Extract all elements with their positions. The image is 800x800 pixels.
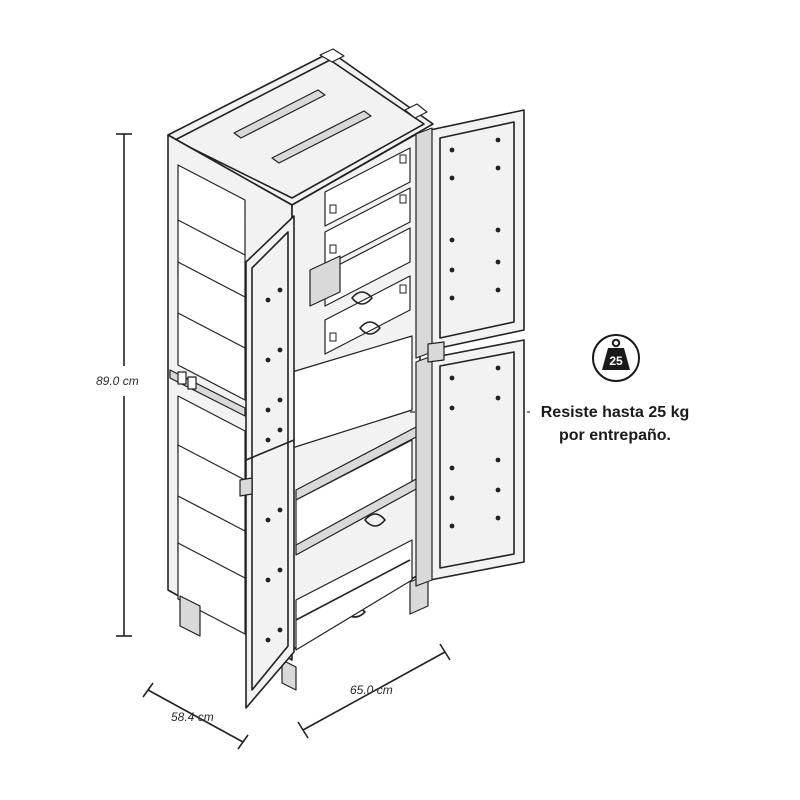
top-handle-slot — [271, 110, 372, 164]
depth-dimension-line — [142, 682, 249, 750]
height-dimension-line — [116, 133, 132, 637]
side-panel-grid — [177, 164, 246, 635]
depth-dimension-label: 58.4 cm — [171, 710, 214, 724]
cabinet-foot — [179, 595, 201, 637]
shelf-bracket — [309, 255, 341, 307]
weight-badge-value: 25 — [609, 354, 623, 368]
interior-organizers — [324, 147, 411, 355]
load-capacity-line1: Resiste hasta 25 kg — [540, 404, 690, 421]
door-holes — [449, 137, 501, 301]
door-holes — [265, 287, 283, 643]
width-dimension-line — [297, 643, 451, 739]
right-door-upper — [415, 109, 525, 359]
door-latch — [427, 341, 445, 363]
load-capacity-text: Resiste hasta 25 kg por entrepaño. — [520, 401, 710, 447]
left-door — [239, 215, 295, 709]
right-door-lower — [415, 339, 525, 587]
width-dimension-label: 65.0 cm — [350, 683, 393, 697]
cabinet-foot — [281, 659, 297, 691]
cabinet-bottom — [295, 539, 413, 651]
height-dimension-label: 89.0 cm — [96, 374, 139, 388]
load-capacity-line2: por entrepaño. — [558, 427, 671, 444]
weight-icon: 25 — [592, 334, 640, 382]
top-handle-slot — [233, 89, 326, 139]
door-hinge — [239, 477, 253, 497]
door-holes — [449, 365, 501, 529]
